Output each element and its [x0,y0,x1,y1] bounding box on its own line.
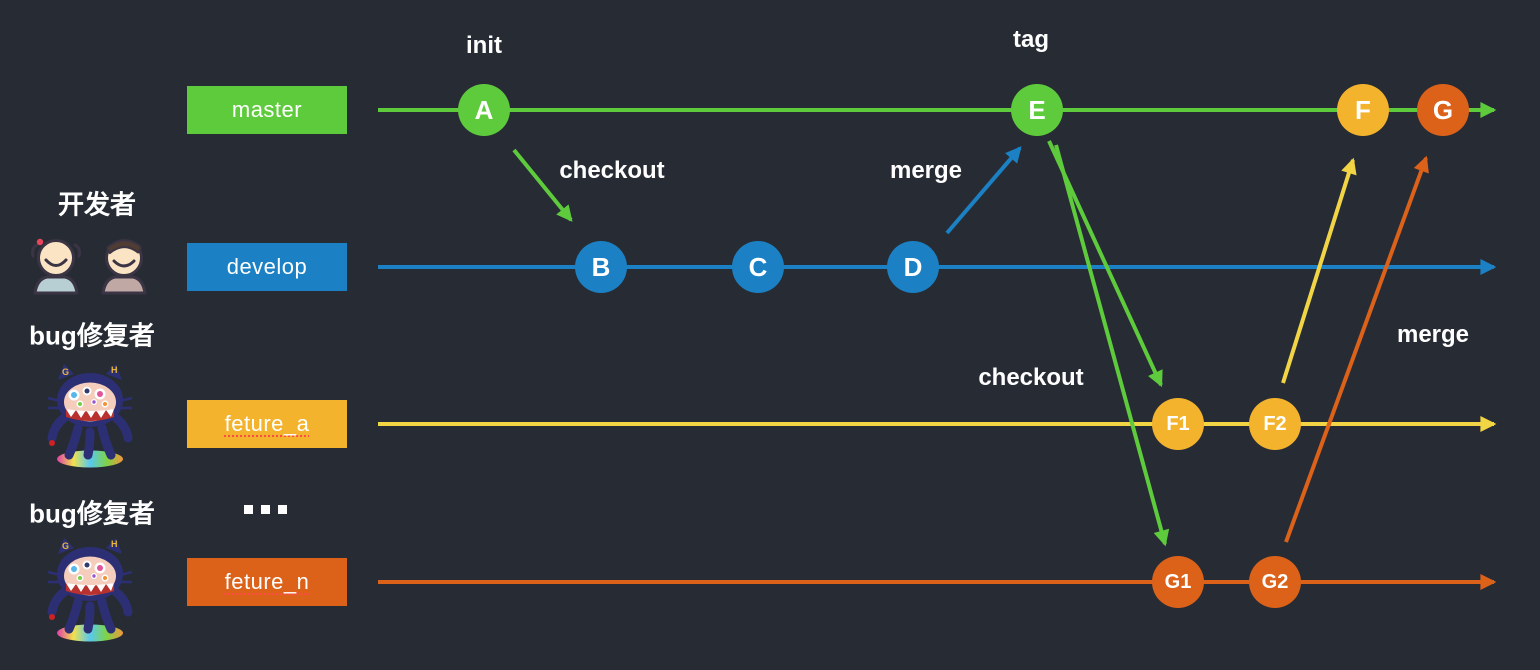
branch-label-develop: develop [187,243,347,291]
arrow-checkout-e-to-g1 [1054,144,1170,547]
annotation-merge-features: merge [1396,321,1470,348]
branch-label-master-text: master [231,97,303,122]
role-label-bugfixer-a: bug修复者 [29,320,155,351]
branch-label-feture-n: feture_n [187,558,347,606]
arrow-checkout-a-to-b [512,148,573,222]
commit-node-f: F [1337,84,1389,136]
annotation-init: init [466,32,502,59]
commit-node-a: A [458,84,510,136]
branch-label-develop-text: develop [226,254,308,279]
commit-node-f1: F1 [1152,398,1204,450]
octocat-ear-letter-right: H [111,365,118,375]
commit-node-g2: G2 [1249,556,1301,608]
octocat-ear-letter-left: G [62,367,69,377]
ellipsis-dot [261,505,270,514]
annotation-checkout-develop: checkout [559,157,665,184]
role-label-bugfixer-n: bug修复者 [29,498,155,529]
branch-label-feture-a: feture_a [187,400,347,448]
commit-node-c: C [732,241,784,293]
commit-node-b: B [575,241,627,293]
ellipsis-more-branches: ... [244,505,287,514]
octocat-monster-icon: G H [47,364,133,468]
annotation-tag: tag [1013,26,1049,53]
commit-node-g: G [1417,84,1469,136]
commit-node-f2: F2 [1249,398,1301,450]
annotation-merge-develop: merge [889,157,963,184]
developer-avatar-girl-icon [31,238,81,295]
octocat-monster-icon: G H [47,538,133,642]
branch-label-master: master [187,86,347,134]
commit-node-g1: G1 [1152,556,1204,608]
branch-label-feture-n-text: feture_n [224,569,310,594]
developer-avatar-boy-icon [101,239,147,295]
octocat-ear-letter-right: H [111,539,118,549]
annotation-checkout-features: checkout [978,364,1084,391]
commit-node-e: E [1011,84,1063,136]
octocat-ear-letter-left: G [62,541,69,551]
ellipsis-dot [244,505,253,514]
branch-label-feture-a-text: feture_a [224,411,310,436]
arrow-merge-g2-to-g [1284,155,1429,543]
arrow-merge-d-to-e [945,146,1022,235]
arrow-merge-f2-to-f [1281,157,1357,384]
commit-node-d: D [887,241,939,293]
role-label-developer: 开发者 [57,189,137,220]
ellipsis-dot [278,505,287,514]
